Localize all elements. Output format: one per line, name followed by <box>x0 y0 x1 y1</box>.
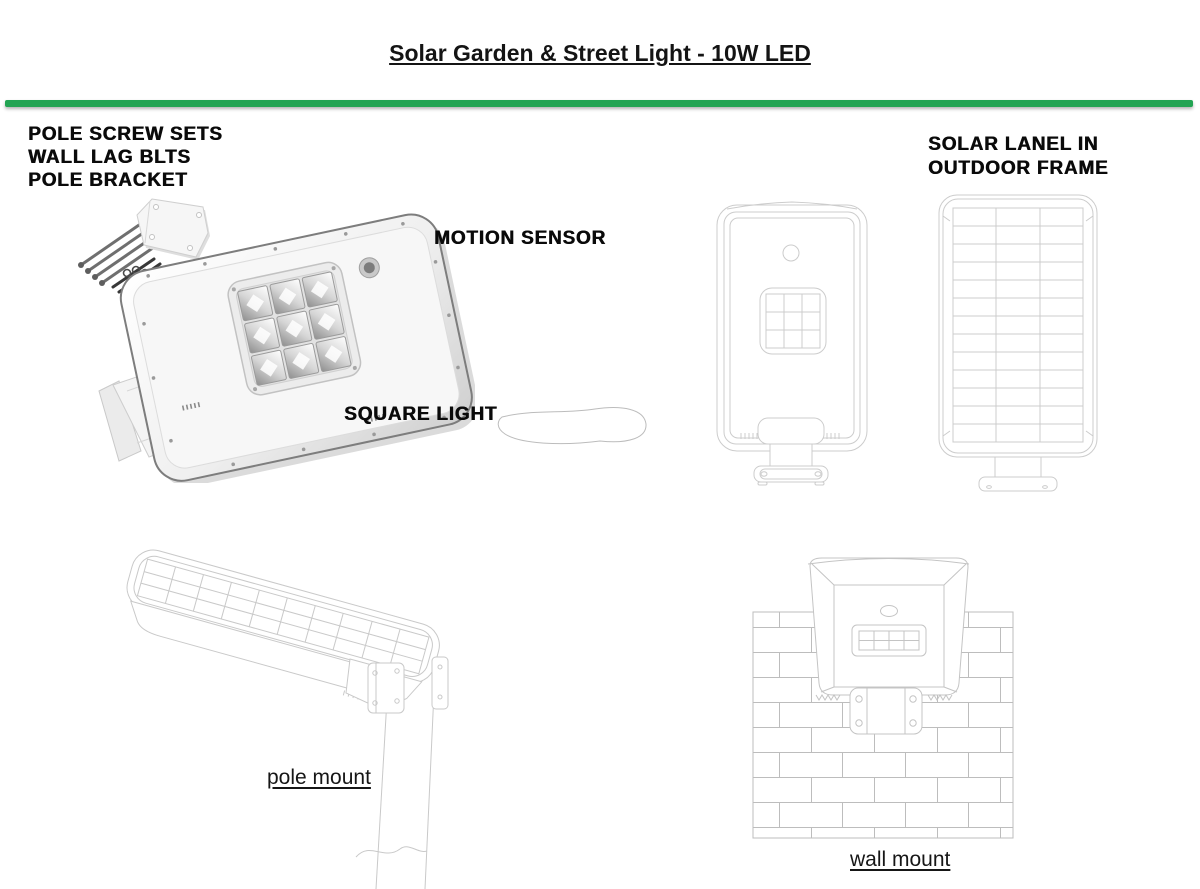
pole-bracket-photo <box>136 198 210 260</box>
wall-mount-fixture <box>807 557 970 735</box>
hardware-labels: POLE SCREW SETS WALL LAG BLTS POLE BRACK… <box>28 123 223 192</box>
label-wall-lag-blts: WALL LAG BLTS <box>28 147 191 168</box>
front-view-drawing <box>716 201 868 486</box>
wall-mount-sensor <box>880 605 898 617</box>
screw-heads <box>78 262 105 286</box>
page-title: Solar Garden & Street Light - 10W LED <box>389 40 811 66</box>
solar-cell-area <box>952 207 1084 443</box>
motion-sensor-dome <box>358 257 380 279</box>
pole-break-curve <box>355 846 428 858</box>
light-body-photo <box>119 213 475 483</box>
green-divider-bar <box>5 100 1193 107</box>
callout-loop <box>497 407 647 445</box>
label-motion-sensor: MOTION SENSOR <box>434 228 606 249</box>
wall-mount-louver <box>851 624 927 657</box>
label-solar-lanel-in: SOLAR LANEL IN <box>928 134 1099 155</box>
front-view-led-square <box>759 287 827 355</box>
vent-dashes <box>181 402 385 423</box>
caption-pole-mount: pole mount <box>267 766 371 789</box>
front-view-sensor <box>782 244 800 262</box>
rim-screws <box>142 221 460 467</box>
solar-cell-grid <box>953 208 1083 442</box>
pole-clamp-bracket <box>345 656 449 714</box>
product-photo <box>78 198 475 483</box>
caption-wall-mount: wall mount <box>850 848 951 871</box>
solar-panel-drawing <box>938 194 1098 492</box>
front-view-bracket <box>753 417 829 486</box>
label-pole-screw-sets: POLE SCREW SETS <box>28 124 223 145</box>
serration-right <box>927 694 953 701</box>
led-array <box>227 261 362 396</box>
label-square-light: SQUARE LIGHT <box>344 404 498 425</box>
solar-frame-labels: SOLAR LANEL IN OUTDOOR FRAME <box>928 133 1108 181</box>
wall-bracket <box>849 687 923 735</box>
label-pole-bracket: POLE BRACKET <box>28 170 188 191</box>
solar-panel-stand <box>978 457 1058 492</box>
label-outdoor-frame: OUTDOOR FRAME <box>928 158 1109 179</box>
wall-mount-drawing <box>752 557 1014 839</box>
serration-left <box>815 694 841 701</box>
pole-mount-drawing <box>126 549 449 889</box>
